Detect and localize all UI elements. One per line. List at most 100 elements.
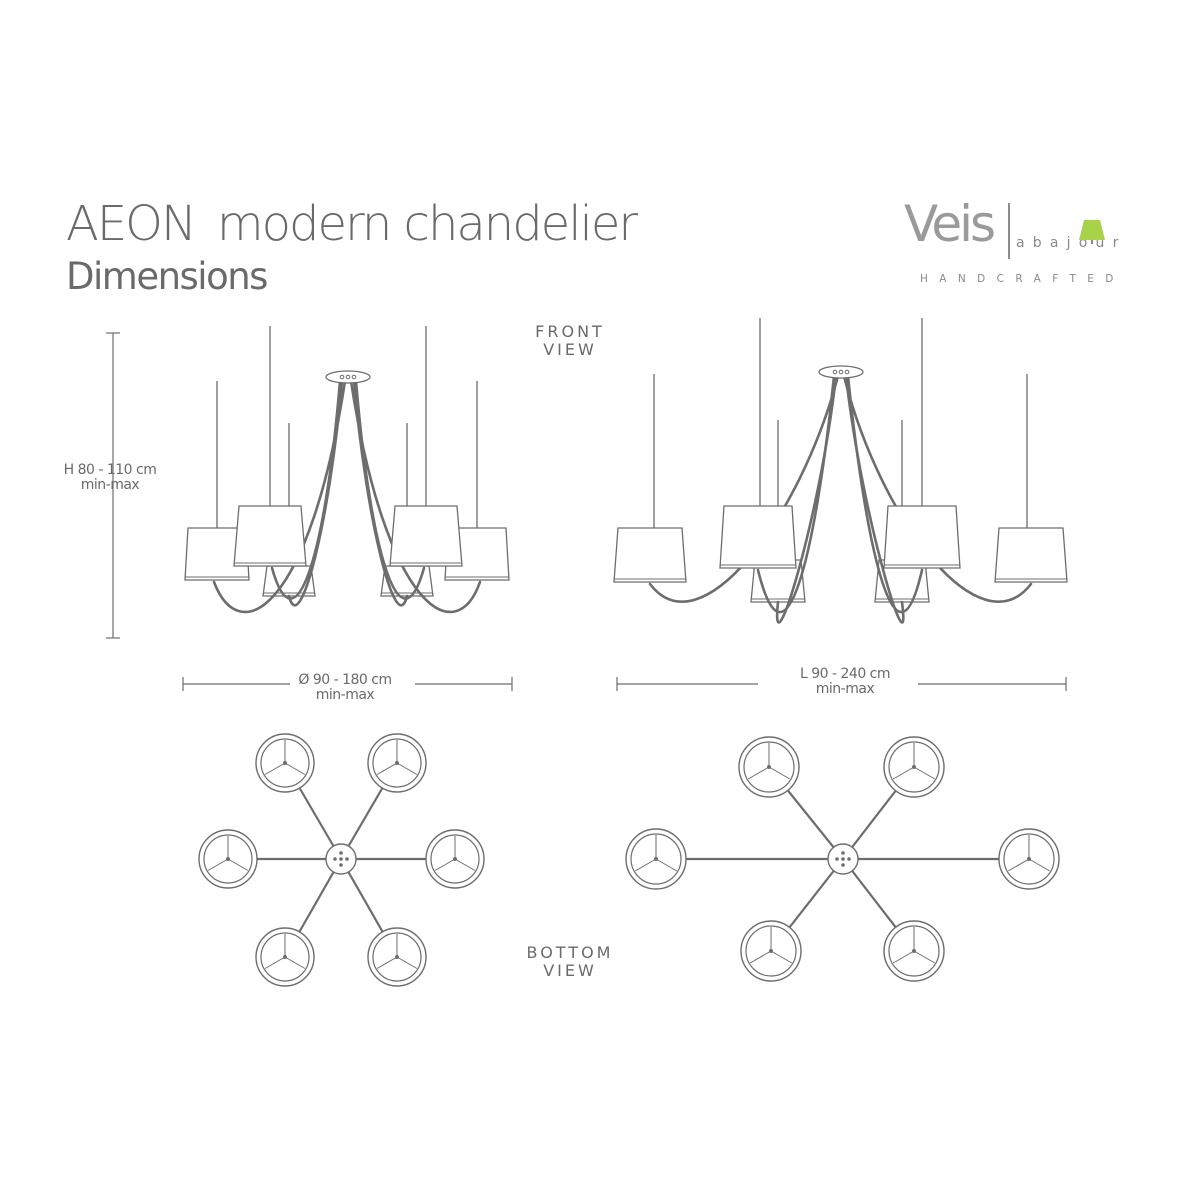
height-dimension-label: H 80 - 110 cm min-max [40,463,180,493]
shade-spoke [454,858,476,871]
shade-inner-ring [888,925,940,977]
shade-inner-ring [260,738,310,788]
hub-hole [841,851,845,855]
hub-hole [339,863,343,867]
shade-spoke [264,956,286,969]
hub-hole [841,857,845,861]
shade-spoke [747,766,770,780]
shade-spoke [227,858,249,871]
lamp-shade [994,527,1068,583]
shade-spoke [434,858,456,871]
hub-hole [339,857,343,861]
ceiling-canopy [818,365,864,379]
front-view-label: FRONT VIEW [520,323,620,359]
length-value: L 90 - 240 cm [799,666,891,682]
lamp-socket [453,857,457,861]
brand-tagline: HANDCRAFTED [920,273,1125,285]
shade-inner-ring [743,741,795,793]
lamp-socket [226,857,230,861]
canopy-hook [832,369,838,375]
lamp-shade [233,505,307,567]
chandelier-arm [354,379,426,600]
shade-spoke [913,766,936,780]
shade-inner-ring [260,932,310,982]
shade-inner-ring [745,925,797,977]
lamp-socket [767,765,771,769]
shade-spoke [396,956,418,969]
bottom-view-linear-chandelier [625,736,1060,982]
lamp-shade [184,527,250,581]
shade-spoke [655,858,678,872]
hub-hole [841,863,845,867]
lamp-socket [283,955,287,959]
bottom-view-label-line2: VIEW [543,961,597,980]
diameter-value: Ø 90 - 180 cm [298,672,392,688]
canopy-hook [844,369,850,375]
lamp-socket [769,949,773,953]
front-view-round-chandelier [184,326,510,614]
canopy-hook [345,374,351,380]
lamp-shade [883,505,961,569]
lamp-socket [1027,857,1031,861]
canopy-hook [838,369,844,375]
lamp-socket [283,761,287,765]
shade-spoke [768,766,791,780]
chandelier-arm [846,374,924,614]
shade-spoke [284,762,306,775]
lamp-shade [719,505,797,569]
page-title: AEON modern chandelier [66,196,638,252]
shade-spoke [376,956,398,969]
shade-inner-ring [430,834,480,884]
shade-spoke [396,762,418,775]
page-subtitle: Dimensions [66,255,268,298]
shade-spoke [892,950,915,964]
diameter-dimension-label: Ø 90 - 180 cm min-max [275,673,415,703]
shade-spoke [913,950,936,964]
lamp-socket [912,765,916,769]
lamp-socket [395,761,399,765]
canopy-hook [339,374,345,380]
lamp-shade [613,527,687,583]
shade-spoke [892,766,915,780]
lamp-socket [912,949,916,953]
diameter-note: min-max [315,687,375,703]
hub-hole [847,857,851,861]
hub-hole [345,857,349,861]
length-note: min-max [815,681,875,697]
lamp-shade [389,505,463,567]
chandelier-arm [756,374,836,614]
height-value: H 80 - 110 cm [63,462,157,478]
chandelier-arm [349,379,482,614]
brand-logo: Veis abajour HANDCRAFTED [904,195,1154,295]
shade-spoke [770,950,793,964]
lamp-socket [654,857,658,861]
dimension-lines [106,332,1067,691]
front-view-linear-chandelier [613,318,1068,624]
hub-hole [835,857,839,861]
bottom-view-label-line1: BOTTOM [526,943,614,962]
shade-inner-ring [372,738,422,788]
title-product-name: AEON [66,196,197,252]
shade-spoke [264,762,286,775]
height-note: min-max [80,477,140,493]
hub-hole [333,857,337,861]
front-view-label-line2: VIEW [543,340,597,359]
shade-spoke [284,956,306,969]
shade-spoke [749,950,772,964]
shade-inner-ring [630,833,682,885]
hub-hole [339,851,343,855]
lampshade-logo-icon [1079,220,1105,244]
shade-spoke [207,858,229,871]
canopy-hook [351,374,357,380]
title-product-type: modern chandelier [216,196,638,252]
front-view-label-line1: FRONT [535,322,605,341]
lamp-socket [395,955,399,959]
shade-inner-ring [372,932,422,982]
shade-spoke [634,858,657,872]
chandelier-arm [270,379,342,600]
shade-inner-ring [888,741,940,793]
shade-spoke [1028,858,1051,872]
brand-name: Veis [904,195,996,253]
bottom-view-round-chandelier [198,733,485,987]
